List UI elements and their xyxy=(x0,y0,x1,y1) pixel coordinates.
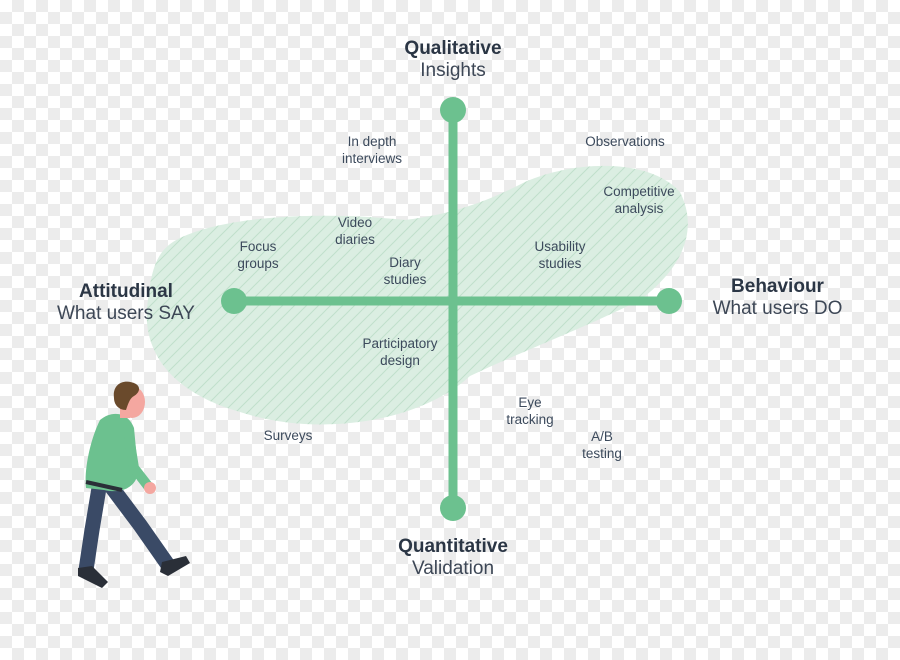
pole-left-label: Attitudinal What users SAY xyxy=(36,281,216,325)
person-front-leg xyxy=(102,477,176,573)
person-belt xyxy=(85,480,123,492)
person-back-shoe xyxy=(78,566,108,588)
method-in-depth-interviews: In depth interviews xyxy=(341,134,403,166)
method-video-diaries: Video diaries xyxy=(335,215,375,247)
method-ab-testing: A/B testing xyxy=(582,429,622,461)
method-usability-studies: Usability studies xyxy=(534,239,586,271)
pole-bottom-title: Quantitative xyxy=(398,536,508,557)
pole-bottom-label: Quantitative Validation xyxy=(353,536,553,580)
pole-right-label: Behaviour What users DO xyxy=(690,276,865,320)
pole-top-title: Qualitative xyxy=(404,38,502,59)
method-eye-tracking: Eye tracking xyxy=(506,395,554,427)
pole-left-subtitle: What users SAY xyxy=(57,302,195,324)
person-hair xyxy=(113,381,140,410)
method-surveys: Surveys xyxy=(263,428,313,443)
person-hand xyxy=(144,482,156,494)
person-arm xyxy=(123,425,153,491)
person-front-shoe xyxy=(160,556,190,576)
pole-right-subtitle: What users DO xyxy=(712,297,843,319)
axis-bottom-endpoint xyxy=(440,495,466,521)
method-focus-groups: Focus groups xyxy=(237,239,279,271)
axis-top-endpoint xyxy=(440,97,466,123)
method-diary-studies: Diary studies xyxy=(383,255,427,287)
method-observations: Observations xyxy=(585,134,665,149)
person-back-leg xyxy=(78,474,108,578)
pole-left-title: Attitudinal xyxy=(79,281,173,302)
pole-bottom-subtitle: Validation xyxy=(411,557,495,579)
axis-right-endpoint xyxy=(656,288,682,314)
pole-top-label: Qualitative Insights xyxy=(353,38,553,82)
pole-right-title: Behaviour xyxy=(731,276,824,297)
method-competitive-analysis: Competitive analysis xyxy=(603,184,675,216)
pole-top-subtitle: Insights xyxy=(420,59,486,81)
axis-left-endpoint xyxy=(221,288,247,314)
method-participatory-design: Participatory design xyxy=(362,336,438,368)
blob-hatching xyxy=(146,165,688,425)
walking-person-illustration xyxy=(78,381,190,588)
